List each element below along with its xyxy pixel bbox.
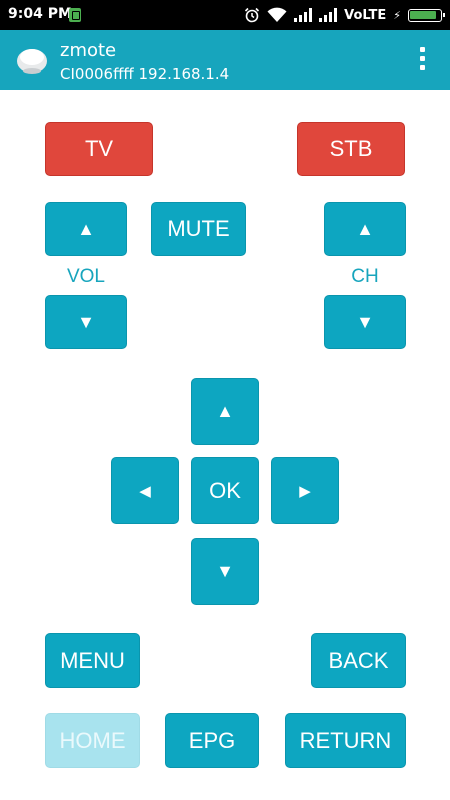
app-bar: zmote CI0006ffff 192.168.1.4	[0, 30, 450, 90]
status-icons: VoLTE ⚡	[244, 5, 445, 25]
signal-icon	[294, 8, 313, 22]
mute-button[interactable]: MUTE	[151, 202, 246, 256]
epg-button[interactable]: EPG	[165, 713, 259, 768]
back-button[interactable]: BACK	[311, 633, 406, 688]
tv-button[interactable]: TV	[45, 122, 153, 176]
down-arrow-icon: ▼	[77, 311, 95, 332]
volume-down-button[interactable]: ▼	[45, 295, 127, 349]
stb-button[interactable]: STB	[297, 122, 405, 176]
menu-button[interactable]: MENU	[45, 633, 140, 688]
signal-icon	[319, 8, 338, 22]
left-arrow-icon: ◀	[139, 482, 151, 500]
overflow-menu-icon[interactable]	[418, 47, 426, 73]
status-bar: 9:04 PM VoLTE ⚡	[0, 0, 450, 30]
up-arrow-icon: ▲	[216, 401, 234, 421]
zmote-device-icon	[17, 49, 47, 74]
dpad-left-button[interactable]: ◀	[111, 457, 179, 524]
up-arrow-icon: ▲	[77, 218, 95, 239]
charging-icon: ⚡	[393, 8, 401, 22]
volume-label: VOL	[66, 266, 106, 287]
dpad-up-button[interactable]: ▲	[191, 378, 259, 445]
down-arrow-icon: ▼	[356, 311, 374, 332]
volume-up-button[interactable]: ▲	[45, 202, 127, 256]
channel-label: CH	[351, 266, 379, 287]
dpad-down-button[interactable]: ▼	[191, 538, 259, 605]
battery-icon	[408, 8, 445, 22]
channel-down-button[interactable]: ▼	[324, 295, 406, 349]
down-arrow-icon: ▼	[216, 561, 234, 581]
home-button[interactable]: HOME	[45, 713, 140, 768]
dpad-right-button[interactable]: ▶	[271, 457, 339, 524]
battery-saver-icon	[69, 8, 81, 22]
up-arrow-icon: ▲	[356, 218, 374, 239]
app-title: zmote	[60, 40, 117, 61]
channel-up-button[interactable]: ▲	[324, 202, 406, 256]
right-arrow-icon: ▶	[299, 482, 311, 500]
device-id: CI0006ffff 192.168.1.4	[60, 65, 230, 83]
ok-button[interactable]: OK	[191, 457, 259, 524]
return-button[interactable]: RETURN	[285, 713, 406, 768]
alarm-icon	[245, 7, 260, 23]
network-type: VoLTE	[344, 7, 387, 23]
wifi-icon	[267, 7, 287, 22]
status-time: 9:04 PM	[8, 6, 72, 22]
